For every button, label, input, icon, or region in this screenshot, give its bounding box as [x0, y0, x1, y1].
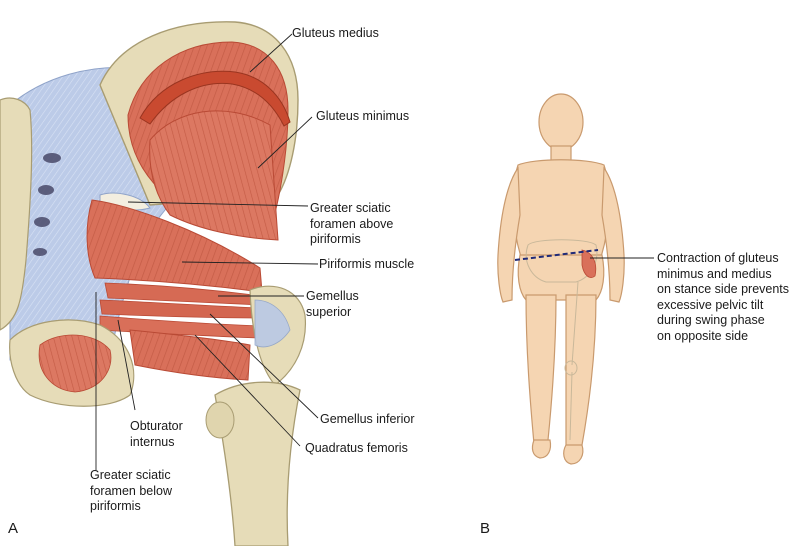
sacral-foramina: [33, 153, 61, 256]
label-contraction-line-3: on stance side prevents: [657, 282, 790, 296]
left-leg: [525, 294, 557, 447]
leader-foramen-above: [127, 201, 309, 207]
right-knee: [564, 360, 578, 376]
label-foramen-above: Greater sciatic foramen above piriformis: [310, 201, 393, 248]
leader-gluteus-minimus: [257, 116, 313, 169]
label-gemellus-superior-line-1: Gemellus: [306, 289, 359, 303]
left-foot: [531, 439, 552, 459]
right-arm: [601, 166, 625, 303]
gemellus-inferior-muscle: [99, 315, 263, 339]
iliac-crest-band: [139, 70, 291, 127]
leader-gemellus-inferior: [209, 313, 319, 419]
panel-letter-b: B: [480, 520, 491, 537]
label-obturator-internus: Obturator internus: [130, 419, 183, 450]
label-contraction-note: Contraction of gluteus minimus and mediu…: [657, 251, 789, 344]
label-contraction-line-1: Contraction of gluteus: [657, 251, 779, 265]
label-obturator-internus-line-2: internus: [130, 434, 175, 449]
label-quadratus-femoris: Quadratus femoris: [305, 441, 408, 455]
label-contraction-line-4: excessive pelvic tilt: [657, 297, 764, 312]
gluteus-minimus-muscle: [149, 110, 279, 241]
standing-figure: [497, 93, 625, 465]
leader-lines-a: [95, 33, 319, 470]
leader-piriformis: [181, 261, 319, 265]
lesser-trochanter: [205, 401, 235, 439]
label-foramen-below-line-2: foramen below: [90, 483, 172, 498]
label-gemellus-superior-line-2: superior: [306, 304, 352, 319]
pelvic-level-line: [514, 249, 599, 261]
right-tibia-line: [569, 371, 573, 441]
label-foramen-below-line-3: piriformis: [90, 499, 141, 513]
joint-capsule: [254, 299, 291, 348]
leader-gluteus-medius: [249, 33, 293, 73]
label-foramen-below-line-1: Greater sciatic: [90, 468, 171, 482]
label-gemellus-superior: Gemellus superior: [306, 289, 359, 320]
stance-side-gluteal-highlight: [581, 249, 597, 278]
obturator-region-muscle: [38, 334, 112, 393]
label-gluteus-medius: Gluteus medius: [292, 26, 379, 40]
leader-quadratus-femoris: [194, 334, 301, 447]
label-gluteus-minimus: Gluteus minimus: [316, 109, 410, 123]
quadratus-femoris-muscle: [129, 329, 251, 381]
label-foramen-below: Greater sciatic foramen below piriformis: [90, 468, 172, 515]
label-foramen-above-line-3: piriformis: [310, 232, 361, 246]
piriformis-muscle: [86, 199, 263, 293]
label-gemellus-inferior: Gemellus inferior: [320, 412, 415, 426]
label-obturator-internus-line-1: Obturator: [130, 419, 183, 433]
label-contraction-line-5: during swing phase: [657, 313, 765, 327]
right-femur-line: [571, 281, 579, 366]
label-contraction-line-2: minimus and medius: [657, 266, 772, 281]
left-arm: [497, 166, 521, 303]
right-foot: [563, 444, 584, 465]
leader-obturator-internus: [117, 319, 136, 411]
label-piriformis-muscle: Piriformis muscle: [319, 257, 415, 271]
label-foramen-above-line-1: Greater sciatic: [310, 201, 391, 215]
label-contraction-line-6: on opposite side: [657, 328, 749, 343]
torso: [512, 159, 610, 261]
head: [538, 93, 584, 151]
panel-letter-a: A: [8, 520, 19, 537]
sacrum: [0, 97, 33, 331]
label-foramen-above-line-2: foramen above: [310, 216, 394, 231]
hip-posterior-view: [0, 21, 307, 547]
